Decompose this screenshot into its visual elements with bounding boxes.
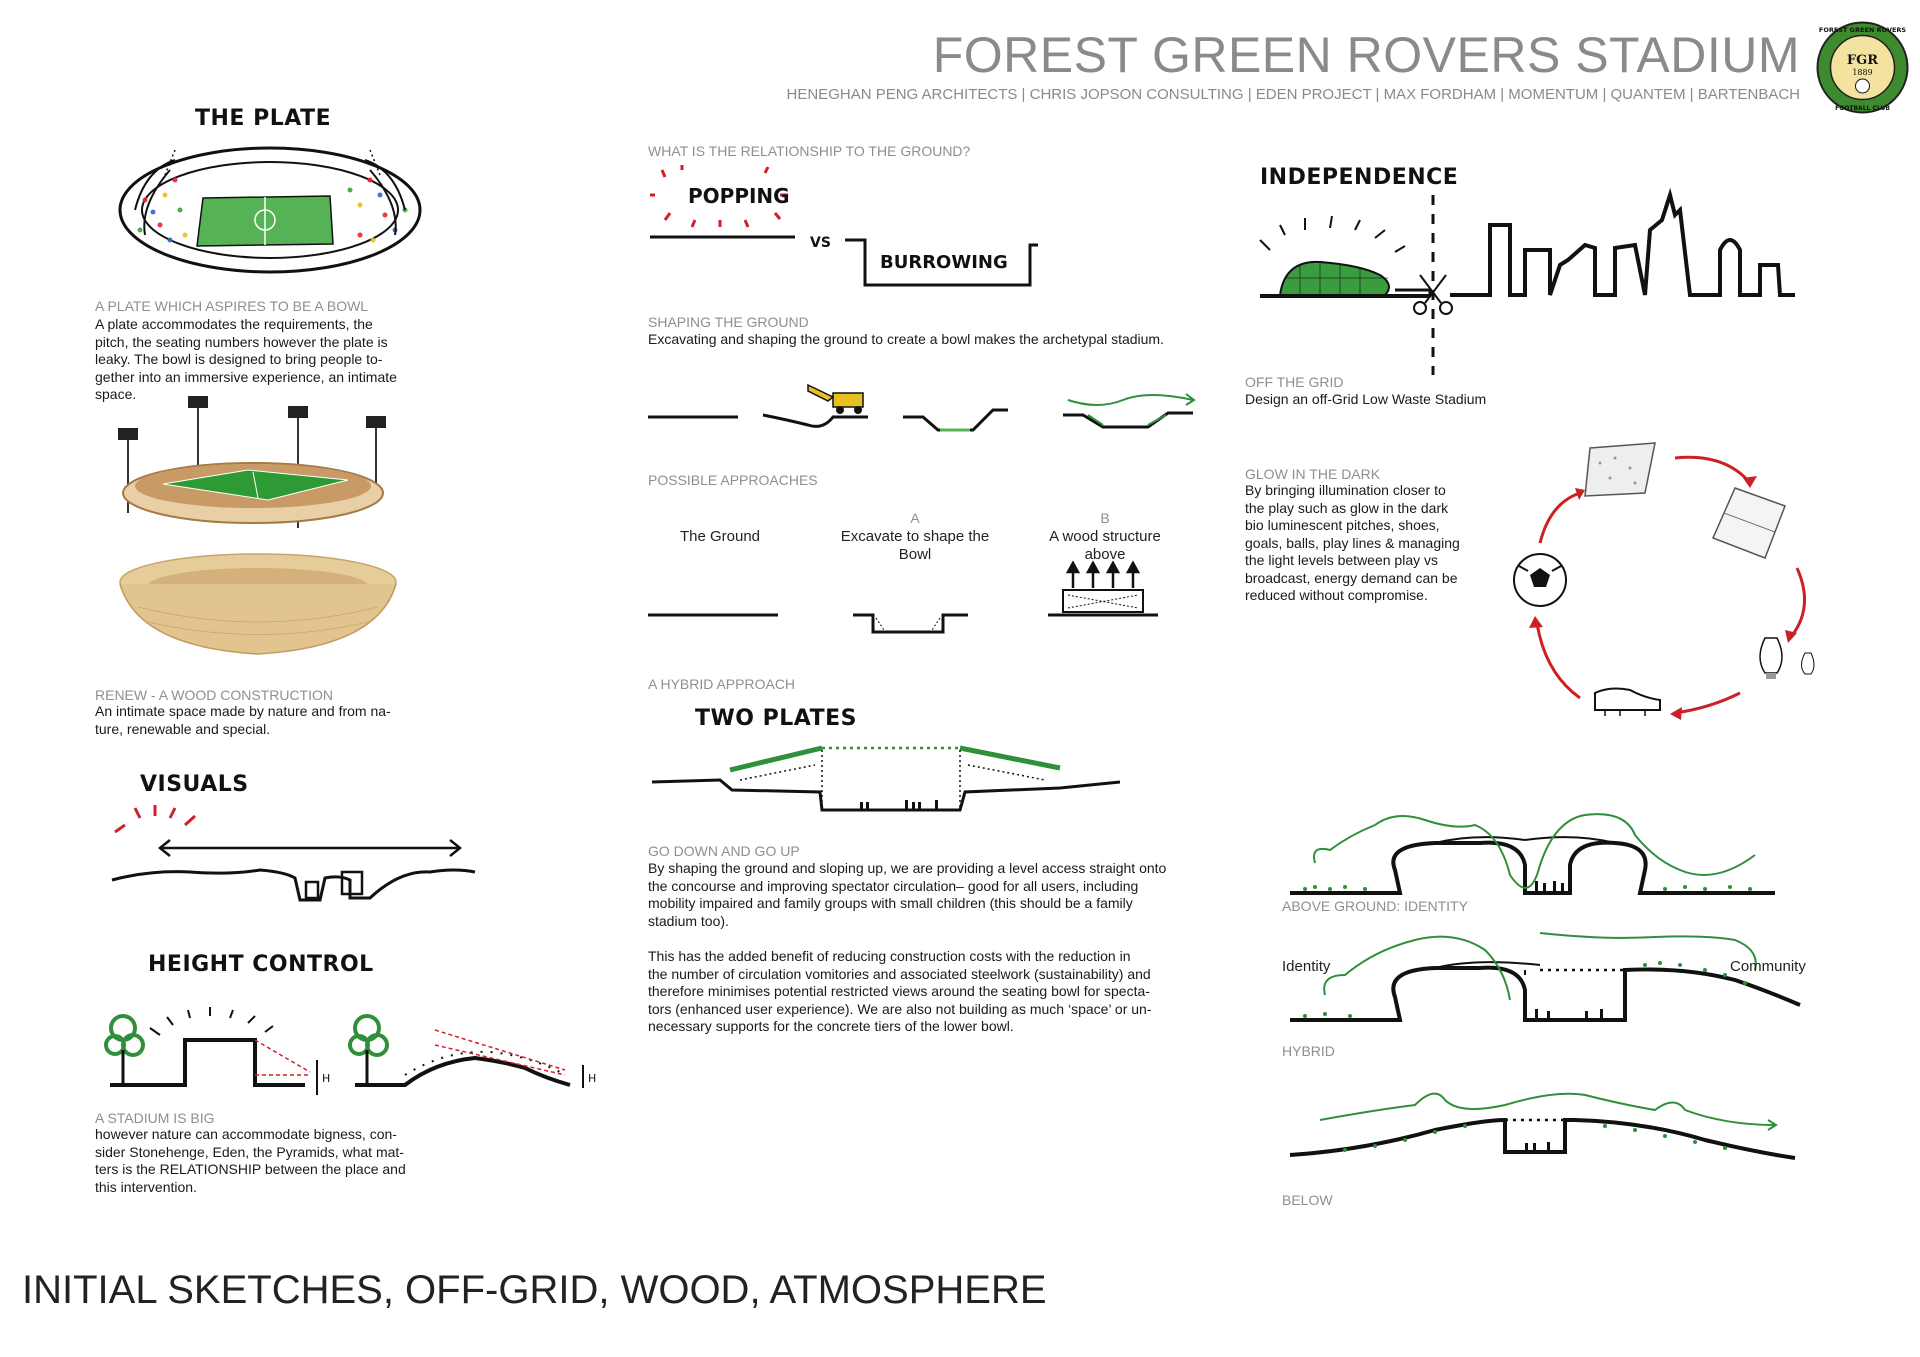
go-down-para1: By shaping the ground and sloping up, we… — [648, 860, 1208, 930]
plate-sketch-title: THE PLATE — [195, 106, 332, 131]
independence-sketch-title: INDEPENDENCE — [1260, 165, 1459, 190]
burrowing-label: BURROWING — [880, 252, 1008, 273]
glow-body: By bringing illumination closer to the p… — [1245, 482, 1485, 605]
approach-label-line: Bowl — [898, 546, 932, 563]
plate-body-line: A plate accommodates the requirements, t… — [95, 316, 373, 332]
logo-year: 1889 — [1852, 68, 1872, 77]
popping-label: POPPING — [688, 184, 790, 208]
go-down-line: This has the added benefit of reducing c… — [648, 948, 1131, 964]
community-label: Community — [1730, 958, 1806, 975]
vs-label: VS — [810, 235, 831, 251]
go-down-line: By shaping the ground and sloping up, we… — [648, 860, 1167, 876]
renew-body-line: An intimate space made by nature and fro… — [95, 703, 391, 719]
plate-body-line: pitch, the seating numbers however the p… — [95, 333, 388, 350]
wooden-bowl-image — [119, 553, 397, 655]
visuals-sketch-title: VISUALS — [140, 772, 249, 797]
go-down-line: stadium too). — [648, 912, 729, 929]
hybrid-caption: A HYBRID APPROACH — [648, 676, 796, 692]
go-down-line: the number of circulation vomitories and… — [648, 965, 1151, 982]
glow-body-line: the light levels between play vs — [1245, 552, 1438, 568]
glow-body-line: reduced without compromise. — [1245, 587, 1428, 603]
glow-caption: GLOW IN THE DARK — [1245, 466, 1381, 482]
off-grid-caption: OFF THE GRID — [1245, 374, 1344, 390]
shaping-body: Excavating and shaping the ground to cre… — [648, 331, 1164, 347]
below-section — [1289, 1092, 1796, 1160]
height-control-sketch-title: HEIGHT CONTROL — [148, 952, 374, 977]
plate-body-line: gether into an immersive experience, an … — [95, 368, 397, 385]
approach-label-line: Excavate to shape the — [840, 528, 990, 545]
height-marker-label: H — [322, 1072, 330, 1085]
two-plates-section-sketch — [651, 745, 1121, 812]
glow-body-line: goals, balls, play lines & managing — [1245, 534, 1460, 551]
wooden-tray-image — [118, 396, 386, 528]
approach-label-line: above — [1084, 546, 1126, 563]
height-marker-label-2: H — [588, 1072, 596, 1085]
relationship-caption: WHAT IS THE RELATIONSHIP TO THE GROUND? — [648, 143, 971, 159]
approaches-caption: POSSIBLE APPROACHES — [648, 472, 818, 488]
glow-body-line: broadcast, energy demand can be — [1245, 569, 1458, 586]
shaping-ground-sequence — [648, 383, 1196, 432]
below-caption: BELOW — [1282, 1192, 1333, 1208]
plate-body: A plate accommodates the requirements, t… — [95, 316, 435, 404]
stadium-big-line: this intervention. — [95, 1178, 197, 1195]
plate-stadium-sketch — [118, 146, 422, 274]
approach-label-line: A wood structure — [1049, 528, 1161, 545]
approach-b-label: A wood structure above — [1030, 528, 1180, 564]
logo-bottom-text: FOOTBALL CLUB — [1835, 105, 1890, 112]
independence-sketch — [1259, 187, 1795, 375]
hybrid-section — [1290, 932, 1801, 1022]
go-down-line: necessary supports for the concrete tier… — [648, 1018, 1014, 1034]
height-control-sketch: H H — [104, 1007, 596, 1095]
plate-body-line: leaky. The bowl is designed to bring peo… — [95, 351, 383, 367]
stadium-big-body: however nature can accommodate bigness, … — [95, 1126, 435, 1196]
approach-a-label: Excavate to shape the Bowl — [835, 528, 995, 564]
stadium-big-line: however nature can accommodate bigness, … — [95, 1126, 397, 1142]
renew-body-line: ture, renewable and special. — [95, 720, 271, 737]
hybrid-section-caption: HYBRID — [1282, 1043, 1335, 1059]
identity-label: Identity — [1282, 958, 1331, 975]
glow-body-line: bio luminescent pitches, shoes, — [1245, 517, 1440, 533]
go-down-line: tors (enhanced user experience). We are … — [648, 1000, 1152, 1017]
glow-cycle-diagram — [1513, 442, 1815, 720]
stadium-big-line: sider Stonehenge, Eden, the Pyramids, wh… — [95, 1143, 404, 1160]
stadium-big-line: ters is the RELATIONSHIP between the pla… — [95, 1161, 406, 1177]
page-footer-title: INITIAL SKETCHES, OFF-GRID, WOOD, ATMOSP… — [22, 1268, 1047, 1312]
off-grid-body: Design an off-Grid Low Waste Stadium — [1245, 391, 1487, 407]
stadium-big-caption: A STADIUM IS BIG — [95, 1110, 215, 1126]
logo-top-text: FOREST GREEN ROVERS — [1819, 26, 1907, 34]
credits-subtitle: HENEGHAN PENG ARCHITECTS | CHRIS JOPSON … — [786, 86, 1800, 103]
go-down-caption: GO DOWN AND GO UP — [648, 843, 800, 859]
renew-caption: RENEW - A WOOD CONSTRUCTION — [95, 687, 333, 703]
plate-caption: A PLATE WHICH ASPIRES TO BE A BOWL — [95, 298, 369, 314]
two-plates-sketch-title: TWO PLATES — [695, 706, 857, 731]
page-title: FOREST GREEN ROVERS STADIUM — [932, 27, 1800, 83]
glow-body-line: the play such as glow in the dark — [1245, 499, 1449, 516]
approach-label-line: The Ground — [679, 528, 761, 545]
logo-monogram: FGR — [1847, 53, 1878, 68]
visuals-sketch — [111, 805, 476, 902]
approach-sketches — [648, 560, 1158, 634]
approach-a-letter: A — [910, 510, 920, 526]
go-down-para2: This has the added benefit of reducing c… — [648, 948, 1208, 1036]
above-ground-section — [1290, 813, 1775, 895]
go-down-line: the concourse and improving spectator ci… — [648, 877, 1139, 894]
approach-b-letter: B — [1100, 510, 1110, 526]
club-logo: FOREST GREEN ROVERS FGR 1889 FOOTBALL CL… — [1816, 21, 1909, 114]
above-ground-caption: ABOVE GROUND: IDENTITY — [1282, 898, 1468, 914]
approach-ground-label: The Ground — [660, 528, 780, 546]
renew-body: An intimate space made by nature and fro… — [95, 703, 435, 738]
glow-body-line: By bringing illumination closer to — [1245, 482, 1446, 498]
shaping-caption: SHAPING THE GROUND — [648, 314, 809, 330]
popping-vs-burrowing-sketch: POPPING VS BURROWING — [650, 165, 1038, 287]
go-down-line: therefore minimises potential restricted… — [648, 983, 1150, 999]
plate-body-line: space. — [95, 386, 137, 402]
go-down-line: mobility impaired and family groups with… — [648, 895, 1133, 911]
